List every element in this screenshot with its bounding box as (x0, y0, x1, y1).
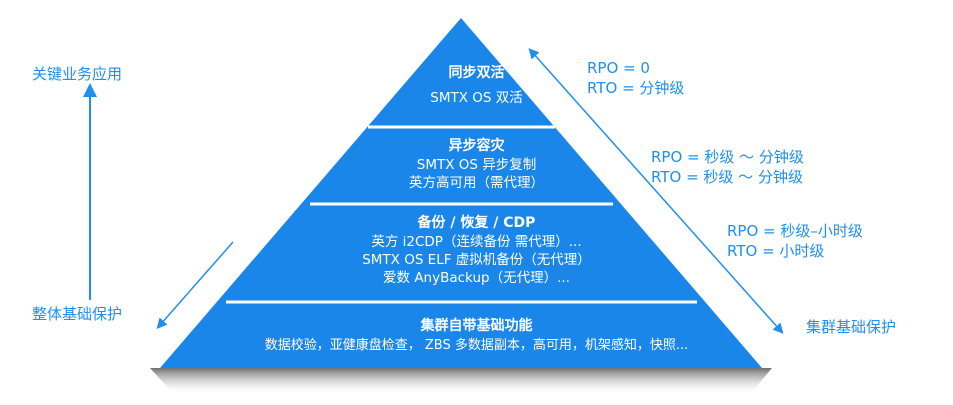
metric-backup: RPO = 秒级–小时级 RTO = 小时级 (727, 221, 863, 261)
metric-sync: RPO = 0 RTO = 分钟级 (587, 58, 684, 98)
pyramid-shadow (150, 368, 772, 392)
label-cluster-protection: 集群基础保护 (806, 318, 897, 336)
label-overall-protection: 整体基础保护 (32, 305, 123, 323)
tier-line: 英方高可用（需代理） (409, 175, 544, 191)
metric-rpo: RPO = 秒级 ～ 分钟级 (651, 148, 804, 166)
left-diagonal-arrow (156, 241, 234, 329)
tier-title: 异步容灾 (448, 138, 505, 154)
tier-line: SMTX OS 异步复制 (416, 157, 537, 173)
tier-line: 爱数 AnyBackup（无代理）... (383, 270, 570, 286)
tier-title: 集群自带基础功能 (420, 318, 533, 334)
metric-rto: RTO = 秒级 ～ 分钟级 (651, 168, 803, 186)
right-diagonal-arrow (528, 48, 784, 334)
tier-cluster-builtin: 集群自带基础功能 数据校验，亚健康盘检查， ZBS 多数据副本，高可用，机架感知… (0, 317, 953, 355)
metric-rto: RTO = 小时级 (727, 242, 825, 260)
tier-sync-active: 同步双活 SMTX OS 双活 (0, 64, 953, 107)
tier-line: SMTX OS 双活 (430, 90, 523, 106)
metric-async: RPO = 秒级 ～ 分钟级 RTO = 秒级 ～ 分钟级 (651, 147, 804, 187)
metric-rpo: RPO = 0 (587, 59, 650, 77)
tier-line: 数据校验，亚健康盘检查， ZBS 多数据副本，高可用，机架感知，快照... (264, 338, 689, 353)
label-critical-apps: 关键业务应用 (32, 65, 123, 83)
tier-title: 备份 / 恢复 / CDP (417, 215, 536, 231)
tier-line: 英方 i2CDP（连续备份 需代理）... (371, 234, 582, 250)
metric-rpo: RPO = 秒级–小时级 (727, 222, 863, 240)
pyramid-edge-line (267, 105, 353, 205)
tier-async-dr: 异步容灾 SMTX OS 异步复制 英方高可用（需代理） (0, 137, 953, 192)
tier-title: 同步双活 (448, 65, 505, 81)
metric-rto: RTO = 分钟级 (587, 79, 685, 97)
tier-line: SMTX OS ELF 虚拟机备份（无代理） (362, 252, 591, 268)
tier-backup-cdp: 备份 / 恢复 / CDP 英方 i2CDP（连续备份 需代理）... SMTX… (0, 214, 953, 287)
